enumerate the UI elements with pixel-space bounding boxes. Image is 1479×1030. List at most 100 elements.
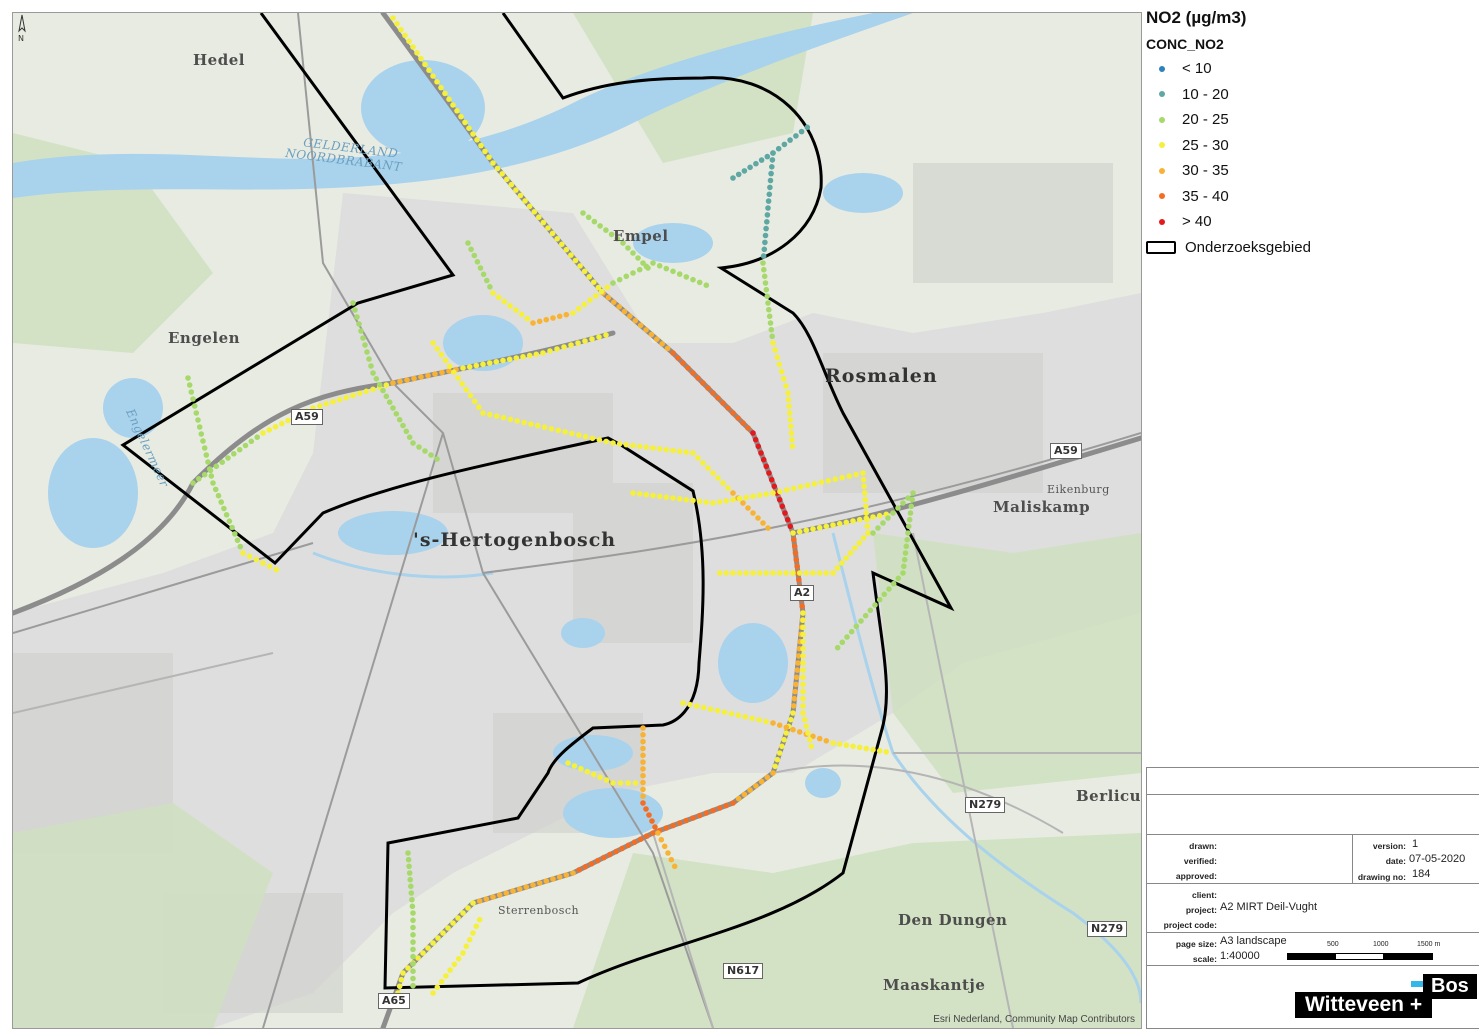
no2-point: [430, 73, 436, 79]
no2-point: [787, 137, 793, 143]
no2-point: [700, 380, 706, 386]
no2-point: [376, 381, 383, 388]
no2-point: [476, 898, 483, 904]
no2-point: [480, 410, 486, 416]
no2-point: [640, 732, 646, 738]
no2-measurement-points: [185, 15, 916, 1010]
no2-point: [803, 723, 810, 730]
place-label: Sterrenbosch: [498, 904, 580, 917]
no2-point: [366, 356, 372, 362]
no2-point: [536, 880, 543, 886]
place-label: Empel: [613, 227, 669, 245]
no2-point: [439, 369, 445, 376]
no2-point: [580, 210, 586, 216]
no2-point: [640, 800, 646, 806]
no2-point: [776, 570, 783, 576]
no2-point: [548, 426, 555, 432]
no2-point: [762, 232, 769, 239]
no2-point: [800, 667, 806, 673]
no2-point: [806, 736, 813, 743]
no2-point: [316, 403, 323, 409]
no2-point: [425, 372, 431, 379]
no2-point: [516, 886, 523, 892]
no2-point: [465, 240, 471, 246]
no2-point: [742, 714, 749, 720]
no2-point: [643, 444, 650, 451]
no2-point: [563, 246, 570, 253]
no2-point: [789, 443, 796, 450]
no2-point: [212, 486, 219, 493]
no2-point: [596, 334, 602, 340]
no2-point: [668, 856, 675, 863]
no2-point: [581, 268, 588, 275]
no2-point: [690, 815, 696, 821]
no2-point: [791, 543, 798, 550]
no2-point: [575, 340, 581, 346]
no2-point: [593, 293, 599, 299]
no2-point: [768, 476, 775, 483]
no2-point: [611, 299, 617, 306]
no2-point: [248, 438, 255, 445]
no2-point: [764, 774, 771, 781]
no2-point: [463, 386, 470, 393]
no2-point: [764, 293, 770, 300]
no2-point: [741, 791, 748, 798]
no2-point: [785, 390, 791, 396]
no2-point: [640, 738, 646, 745]
scale-tick-500: 500: [1327, 941, 1339, 948]
svg-text:N: N: [18, 34, 24, 43]
no2-point: [362, 342, 368, 348]
no2-point: [663, 494, 670, 501]
legend-class-label: 30 - 35: [1182, 162, 1229, 180]
no2-point: [645, 265, 651, 271]
no2-point: [872, 602, 878, 608]
no2-point: [740, 500, 746, 506]
no2-point: [760, 253, 767, 259]
no2-point: [680, 360, 686, 366]
no2-point: [438, 351, 445, 358]
no2-point: [787, 523, 794, 530]
no2-point: [763, 463, 770, 470]
no2-point: [650, 830, 656, 836]
no2-point: [356, 390, 363, 397]
no2-point: [406, 38, 412, 44]
no2-point: [188, 389, 195, 395]
no2-point: [844, 634, 850, 640]
no2-point: [336, 396, 343, 403]
no2-point: [786, 410, 793, 416]
no2-point: [756, 717, 762, 723]
no2-point: [650, 260, 656, 266]
study-area-boundary: [120, 13, 955, 990]
no2-point: [568, 342, 574, 348]
no2-point: [458, 113, 464, 120]
no2-point: [756, 570, 763, 576]
no2-point: [623, 273, 630, 280]
no2-point: [761, 273, 768, 280]
no2-point: [762, 280, 769, 286]
no2-point: [766, 191, 773, 198]
no2-point: [521, 419, 527, 426]
no2-point: [723, 498, 730, 504]
no2-point: [595, 284, 602, 291]
no2-point: [410, 932, 416, 938]
no2-point: [763, 718, 769, 725]
no2-point: [793, 681, 799, 688]
place-label: Berlicum: [1076, 787, 1142, 805]
no2-point: [597, 223, 603, 229]
legend-class-label: 35 - 40: [1182, 187, 1229, 205]
no2-point: [205, 459, 211, 465]
no2-point: [655, 830, 661, 836]
no2-point: [440, 930, 446, 936]
no2-point: [867, 607, 874, 614]
no2-point: [474, 259, 481, 265]
no2-point: [588, 861, 595, 867]
no2-point: [860, 476, 867, 483]
no2-point: [800, 674, 806, 681]
no2-point: [758, 778, 765, 785]
page-size-label: page size:: [1175, 939, 1217, 949]
no2-point: [705, 465, 711, 471]
no2-point: [735, 712, 742, 719]
legend-class-label: 10 - 20: [1182, 85, 1229, 103]
no2-point: [584, 768, 591, 775]
